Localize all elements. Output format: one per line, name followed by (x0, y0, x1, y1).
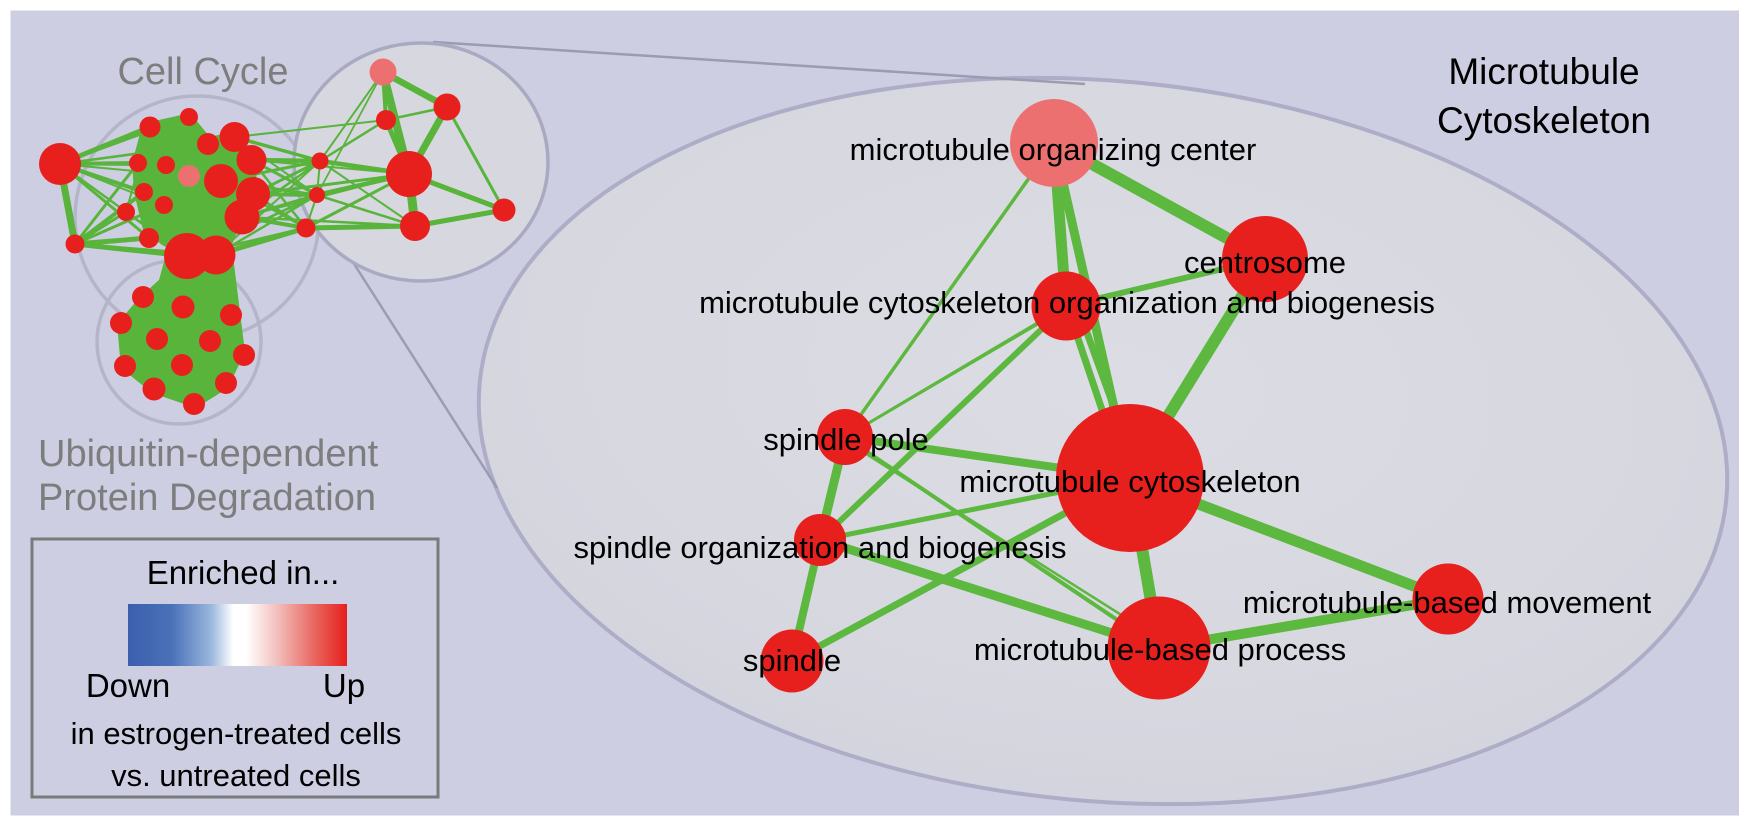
svg-text:spindle: spindle (743, 643, 841, 678)
svg-text:spindle organization and bioge: spindle organization and biogenesis (574, 530, 1067, 565)
svg-text:microtubule organizing center: microtubule organizing center (850, 132, 1257, 167)
svg-text:Protein Degradation: Protein Degradation (38, 477, 376, 519)
svg-text:microtubule-based process: microtubule-based process (974, 632, 1346, 667)
svg-text:centrosome: centrosome (1184, 245, 1346, 280)
svg-text:Microtubule: Microtubule (1448, 51, 1639, 92)
svg-text:Enriched in...: Enriched in... (147, 554, 340, 591)
svg-text:Down: Down (86, 667, 170, 704)
svg-text:microtubule cytoskeleton organ: microtubule cytoskeleton organization an… (699, 285, 1435, 320)
svg-text:Up: Up (323, 667, 365, 704)
svg-text:Ubiquitin-dependent: Ubiquitin-dependent (38, 433, 379, 475)
svg-text:in estrogen-treated cells: in estrogen-treated cells (71, 716, 402, 751)
svg-text:microtubule cytoskeleton: microtubule cytoskeleton (959, 464, 1300, 499)
svg-text:spindle pole: spindle pole (763, 422, 928, 457)
svg-text:Cytoskeleton: Cytoskeleton (1437, 100, 1651, 141)
svg-text:vs. untreated cells: vs. untreated cells (111, 758, 361, 793)
svg-text:Cell Cycle: Cell Cycle (117, 51, 288, 93)
svg-text:microtubule-based movement: microtubule-based movement (1243, 585, 1652, 620)
